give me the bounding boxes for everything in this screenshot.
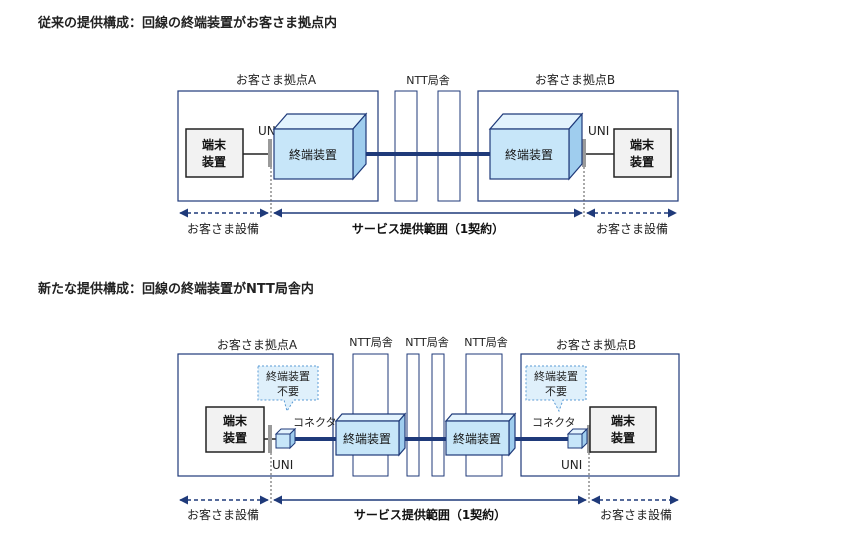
section2-diagram: お客さま拠点A お客さま拠点B NTT局舎 NTT局舎 NTT局舎 UNI UN…: [177, 336, 680, 522]
onu-b-label: 終端装置: [453, 431, 501, 446]
ntt-office-label: NTT局舎: [405, 336, 448, 349]
customer-equipment-label: お客さま設備: [187, 507, 259, 522]
onu-a-box: 終端装置: [334, 412, 407, 457]
uni-marker: [268, 425, 272, 453]
terminal-b-box: [589, 406, 657, 453]
section1-heading: 従来の提供構成：回線の終端装置がお客さま拠点内: [38, 16, 338, 31]
site-b-label: お客さま拠点B: [556, 337, 636, 352]
service-range-label: サービス提供範囲（1契約）: [354, 507, 506, 522]
terminal-b-label: 装置: [629, 154, 654, 169]
uni-label: UNI: [272, 458, 293, 472]
callout-b: 終端装置 不要: [525, 365, 587, 413]
onu-a-label: 終端装置: [289, 147, 337, 162]
uni-marker: [582, 139, 586, 167]
ntt-office-column: [431, 353, 445, 477]
uni-marker: [268, 139, 272, 167]
ntt-office-label: NTT局舎: [406, 74, 449, 87]
ntt-office-label: NTT局舎: [464, 336, 507, 349]
uni-label: UNI: [588, 124, 609, 138]
terminal-b-label: 端末: [611, 413, 636, 428]
terminal-a-box: [205, 406, 265, 453]
onu-a-label: 終端装置: [343, 431, 391, 446]
ntt-office-label: NTT局舎: [349, 336, 392, 349]
site-a-label: お客さま拠点A: [217, 337, 298, 352]
terminal-a-label: 端末: [202, 137, 227, 152]
connector-a-icon: [274, 427, 297, 450]
site-a-label: お客さま拠点A: [236, 72, 317, 87]
ntt-office-column: [394, 90, 418, 202]
terminal-a-box: [185, 128, 244, 178]
uni-marker: [587, 425, 591, 453]
ntt-office-column: [437, 90, 461, 202]
terminal-a-label: 装置: [222, 430, 247, 445]
section2-heading: 新たな提供構成：回線の終端装置がNTT局舎内: [38, 282, 314, 297]
callout-b-text: 終端装置: [534, 369, 578, 383]
connector-label: コネクタ: [532, 416, 576, 429]
connector-b-icon: [566, 427, 589, 450]
ntt-office-column: [406, 353, 420, 477]
customer-equipment-label: お客さま設備: [600, 507, 672, 522]
terminal-b-label: 装置: [610, 430, 635, 445]
callout-a: 終端装置 不要: [257, 365, 319, 413]
callout-b-text: 不要: [545, 385, 567, 398]
terminal-a-label: 端末: [223, 413, 248, 428]
customer-equipment-label: お客さま設備: [187, 221, 259, 236]
terminal-b-label: 端末: [630, 137, 655, 152]
site-b-label: お客さま拠点B: [535, 72, 615, 87]
callout-a-text: 終端装置: [266, 369, 310, 383]
section1-diagram: お客さま拠点A お客さま拠点B NTT局舎 UNI UNI 端末 装置 端末 装…: [177, 72, 679, 236]
terminal-a-label: 装置: [201, 154, 226, 169]
connector-label: コネクタ: [293, 416, 337, 429]
callout-a-text: 不要: [277, 385, 299, 398]
uni-label: UNI: [561, 458, 582, 472]
customer-equipment-label: お客さま設備: [596, 221, 668, 236]
onu-b-label: 終端装置: [505, 147, 553, 162]
onu-b-box: 終端装置: [488, 112, 584, 181]
service-range-label: サービス提供範囲（1契約）: [352, 221, 504, 236]
terminal-b-box: [613, 128, 672, 178]
onu-a-box: 終端装置: [272, 112, 368, 181]
onu-b-box: 終端装置: [444, 412, 517, 457]
